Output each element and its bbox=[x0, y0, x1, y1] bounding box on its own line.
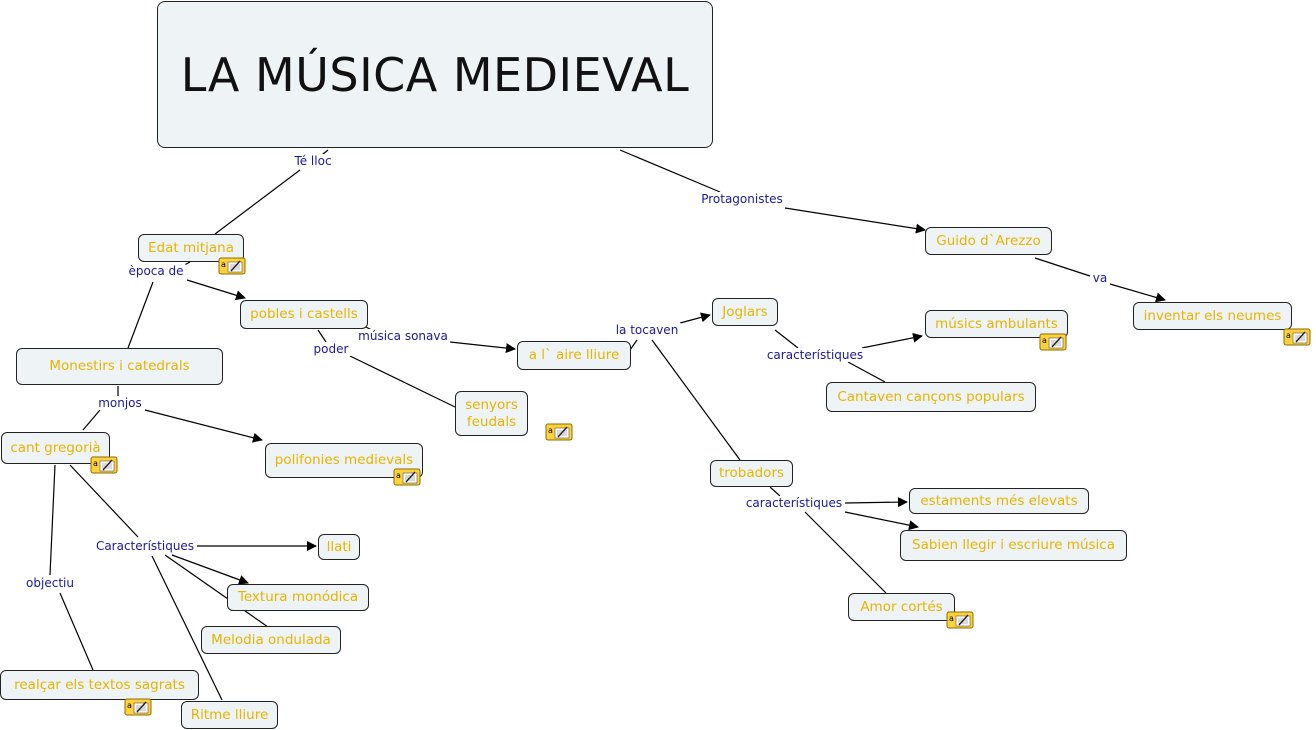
resource-note-icon[interactable]: a bbox=[1039, 333, 1067, 351]
link-objectiu: objectiu bbox=[24, 576, 76, 590]
link-monjos: monjos bbox=[96, 396, 144, 410]
map-title: LA MÚSICA MEDIEVAL bbox=[157, 1, 713, 148]
concept-llati[interactable]: llati bbox=[318, 534, 360, 560]
concept-cantaven-cancons[interactable]: Cantaven cançons populars bbox=[826, 382, 1036, 412]
concept-joglars[interactable]: Joglars bbox=[712, 298, 778, 326]
resource-note-icon[interactable]: a bbox=[218, 257, 246, 275]
link-caracteristiques-cant: Característiques bbox=[93, 539, 197, 553]
concept-melodia-ondulada[interactable]: Melodia ondulada bbox=[201, 626, 341, 654]
link-epoca-de: època de bbox=[126, 264, 186, 278]
concept-amor-cortes[interactable]: Amor cortés bbox=[848, 593, 955, 621]
concept-sabien-llegir[interactable]: Sabien llegir i escriure música bbox=[900, 530, 1127, 561]
resource-note-icon[interactable]: a bbox=[124, 698, 152, 716]
svg-text:a: a bbox=[221, 260, 226, 269]
svg-text:a: a bbox=[127, 701, 132, 710]
link-caracteristiques-trobadors: característiques bbox=[743, 496, 845, 510]
concept-pobles-castells[interactable]: pobles i castells bbox=[240, 300, 368, 329]
concept-estaments[interactable]: estaments més elevats bbox=[909, 488, 1089, 514]
svg-text:a: a bbox=[949, 614, 954, 623]
resource-note-icon[interactable]: a bbox=[946, 611, 974, 629]
concept-cant-gregoria[interactable]: cant gregorià bbox=[1, 432, 110, 464]
concept-senyors-feudals[interactable]: senyors feudals bbox=[455, 391, 528, 436]
link-va: va bbox=[1090, 271, 1110, 285]
link-poder: poder bbox=[311, 342, 351, 356]
link-protagonistes: Protagonistes bbox=[699, 192, 785, 206]
concept-edat-mitjana[interactable]: Edat mitjana bbox=[138, 234, 244, 262]
concept-monestirs-catedrals[interactable]: Monestirs i catedrals bbox=[16, 348, 223, 385]
resource-note-icon[interactable]: a bbox=[545, 423, 573, 441]
svg-text:a: a bbox=[396, 471, 401, 480]
concept-trobadors[interactable]: trobadors bbox=[710, 460, 793, 487]
concept-aire-lliure[interactable]: a l` aire lliure bbox=[517, 341, 631, 370]
concept-realcar-textos[interactable]: realçar els textos sagrats bbox=[0, 670, 199, 700]
concept-musics-ambulants[interactable]: músics ambulants bbox=[925, 310, 1068, 338]
resource-note-icon[interactable]: a bbox=[393, 468, 421, 486]
link-te-lloc: Té lloc bbox=[292, 154, 334, 168]
concept-guido-arezzo[interactable]: Guido d`Arezzo bbox=[925, 227, 1052, 255]
link-musica-sonava: música sonava bbox=[356, 329, 450, 343]
svg-text:a: a bbox=[93, 459, 98, 468]
concept-inventar-neumes[interactable]: inventar els neumes bbox=[1133, 302, 1292, 330]
link-la-tocaven: la tocaven bbox=[613, 323, 681, 337]
concept-textura-monodica[interactable]: Textura monódica bbox=[227, 584, 369, 611]
svg-text:a: a bbox=[548, 426, 553, 435]
link-caracteristiques-joglars: característiques bbox=[764, 348, 866, 362]
svg-text:a: a bbox=[1286, 331, 1291, 340]
resource-note-icon[interactable]: a bbox=[90, 456, 118, 474]
concept-ritme-lliure[interactable]: Ritme lliure bbox=[181, 701, 278, 729]
svg-text:a: a bbox=[1042, 336, 1047, 345]
resource-note-icon[interactable]: a bbox=[1283, 328, 1311, 346]
